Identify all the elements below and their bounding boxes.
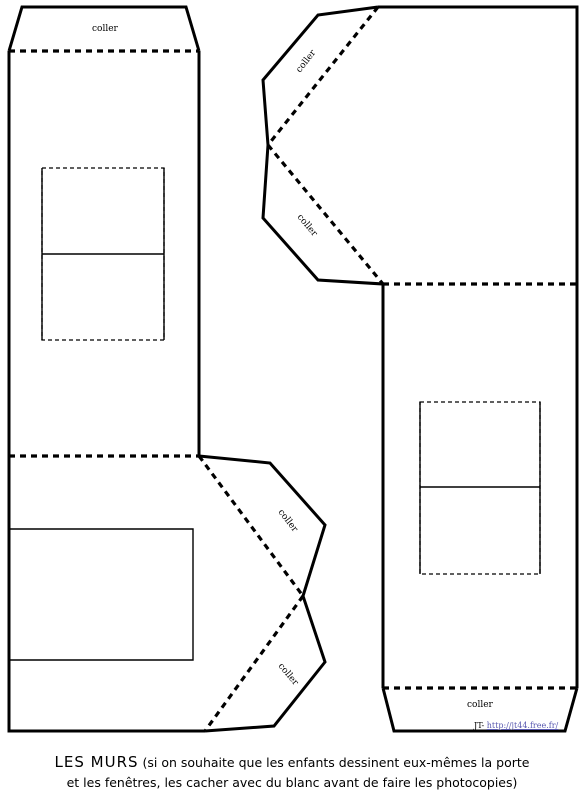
left-gable-fold-2: [203, 595, 305, 732]
author-name: JT-: [474, 721, 485, 730]
caption-title: LES MURS: [54, 753, 139, 771]
left-top-glue-label: coller: [92, 24, 119, 34]
author-credit: JT- http://jt44.free.fr/: [474, 721, 558, 730]
right-wall-outline: [378, 5, 579, 688]
left-wall-piece: coller coller coller: [7, 5, 327, 733]
caption-block: LES MURS (si on souhaite que les enfants…: [0, 752, 584, 793]
left-wall-outline: [7, 51, 205, 733]
right-window-dashed: [419, 401, 541, 575]
right-gable-outline: [261, 5, 384, 286]
left-lower-window-outline: [9, 528, 194, 661]
left-gable-fold-1: [197, 455, 305, 597]
caption-line-2: et les fenêtres, les cacher avec du blan…: [66, 775, 518, 790]
right-gable-fold-1: [266, 6, 380, 146]
right-bottom-glue-tab-outline: [381, 687, 579, 733]
right-wall-piece: coller coller coller: [261, 5, 579, 733]
right-gable-fold-2: [266, 143, 385, 286]
left-gable-outline: [198, 454, 327, 733]
right-bottom-glue-label: coller: [467, 700, 494, 710]
caption-text-1: (si on souhaite que les enfants dessinen…: [142, 755, 530, 770]
left-top-glue-tab-outline: [7, 5, 201, 52]
author-url-link[interactable]: http://jt44.free.fr/: [486, 721, 559, 730]
caption-line-1: LES MURS (si on souhaite que les enfants…: [0, 752, 584, 773]
right-gable-glue-label-lower: coller: [295, 213, 320, 240]
right-gable-glue-label-upper: coller: [294, 48, 318, 75]
left-gable-glue-label-lower: coller: [276, 662, 301, 689]
left-gable-glue-label-upper: coller: [276, 508, 300, 535]
